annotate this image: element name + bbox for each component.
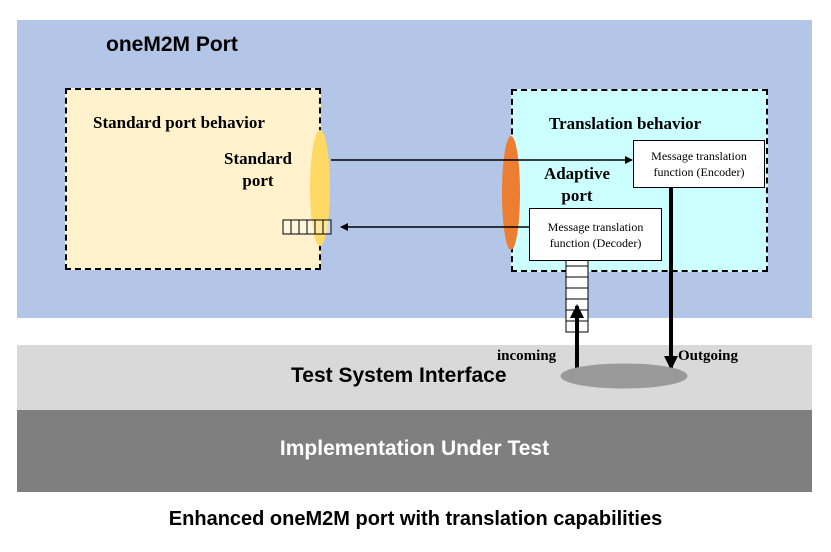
outgoing-label: Outgoing [678,348,739,364]
encoder-label: Message translation function (Encoder) [651,149,747,179]
implementation-under-test-label: Implementation Under Test [279,437,550,460]
encoder-box: Message translation function (Encoder) [633,140,765,188]
onem2m-port-title: oneM2M Port [106,33,238,56]
diagram-caption: Enhanced oneM2M port with translation ca… [168,508,663,530]
decoder-label: Message translation function (Decoder) [547,219,644,250]
decoder-box: Message translation function (Decoder) [529,208,662,261]
implementation-under-test-band [17,410,812,492]
adaptive-port-label: Adaptive port [543,164,611,205]
test-system-interface-label: Test System Interface [291,364,507,387]
standard-port-label: Standard port [223,149,293,190]
incoming-label: incoming [497,348,557,364]
standard-port-behavior-title: Standard port behavior [93,113,265,132]
translation-behavior-title: Translation behavior [549,114,702,133]
standard-port-behavior-box [65,88,321,270]
